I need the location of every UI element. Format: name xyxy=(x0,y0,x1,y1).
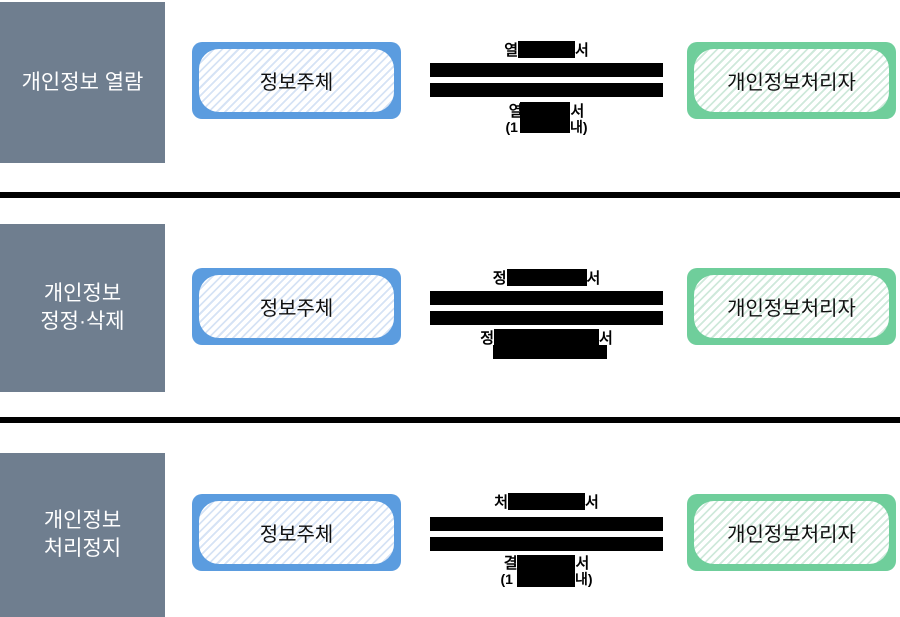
row-label-correction: 개인정보 정정·삭제 xyxy=(0,224,165,392)
redacted-label-fragment: 서 xyxy=(599,330,613,347)
arrow-label-top: 처 서 xyxy=(430,492,663,511)
row-label-suspension: 개인정보 처리정지 xyxy=(0,453,165,617)
arrow-label-bottom: 정 서 xyxy=(430,329,663,359)
redacted-arrow-bar xyxy=(430,311,663,325)
data-subject-box: 정보주체 xyxy=(192,268,401,345)
redacted-arrow-bar xyxy=(430,83,663,97)
data-processor-box: 개인정보처리자 xyxy=(687,494,896,571)
redacted-label-fragment: 결 xyxy=(503,555,518,572)
row-label-text: 처리정지 xyxy=(43,537,122,560)
section-divider xyxy=(0,192,900,198)
arrow-label-top: 열 서 xyxy=(430,40,663,59)
arrow-label-bottom: 열 서 (1 내) xyxy=(430,102,663,135)
data-processor-label: 개인정보처리자 xyxy=(727,72,856,94)
redacted-arrow-bar xyxy=(430,63,663,77)
data-subject-box-inner: 정보주체 xyxy=(199,275,394,338)
data-subject-box: 정보주체 xyxy=(192,494,401,571)
redacted-label-fragment: 정 xyxy=(492,269,507,287)
row-label-text: 개인정보 열람 xyxy=(21,70,144,94)
data-processor-label: 개인정보처리자 xyxy=(727,524,856,546)
redacted-label-fragment: 열 xyxy=(508,103,523,120)
row-label-text: 개인정보 xyxy=(43,282,122,305)
redacted-label-fragment: 서 xyxy=(575,555,590,572)
redacted-label-fragment: 서 xyxy=(575,41,589,59)
redacted-label-fragment: 열 xyxy=(504,41,518,59)
redacted-arrow-bar xyxy=(430,291,663,305)
data-subject-label: 정보주체 xyxy=(259,298,334,320)
arrow-label-line: 정 서 xyxy=(430,329,663,347)
data-processor-label: 개인정보처리자 xyxy=(727,298,856,320)
row-label-text: 정정·삭제 xyxy=(40,310,125,333)
redacted-label-fragment: 처 xyxy=(494,493,508,511)
arrow-label-line: 결 서 xyxy=(430,554,663,572)
redaction-box xyxy=(506,268,587,286)
redacted-label-fragment: 서 xyxy=(586,269,601,287)
data-subject-box-inner: 정보주체 xyxy=(199,49,394,112)
redaction-box xyxy=(508,492,585,510)
row-label-view: 개인정보 열람 xyxy=(0,2,165,163)
redacted-label-fragment: 내) xyxy=(569,118,588,135)
arrow-label-line: (1 내) xyxy=(430,118,663,135)
arrow-label-bottom: 결 서 (1 내) xyxy=(430,554,663,587)
redacted-label-fragment: (1 xyxy=(505,118,518,135)
data-subject-box: 정보주체 xyxy=(192,42,401,119)
redacted-label-fragment: 서 xyxy=(570,103,585,120)
redacted-label-fragment: 서 xyxy=(585,493,599,511)
redacted-label-fragment: 내) xyxy=(574,570,593,587)
redacted-label-fragment: (1 xyxy=(500,570,513,587)
arrow-label-line: (1 내) xyxy=(430,570,663,587)
section-divider xyxy=(0,417,900,423)
data-subject-box-inner: 정보주체 xyxy=(199,501,394,564)
data-processor-box-inner: 개인정보처리자 xyxy=(694,275,889,338)
redaction-box xyxy=(518,40,575,58)
data-processor-box: 개인정보처리자 xyxy=(687,268,896,345)
arrow-label-top: 정 서 xyxy=(430,268,663,287)
data-subject-label: 정보주체 xyxy=(259,72,334,94)
arrow-label-line: 열 서 xyxy=(430,102,663,120)
redaction-box xyxy=(493,345,607,359)
row-label-text: 개인정보 xyxy=(43,509,122,532)
data-processor-box: 개인정보처리자 xyxy=(687,42,896,119)
data-processor-box-inner: 개인정보처리자 xyxy=(694,501,889,564)
redacted-arrow-bar xyxy=(430,517,663,531)
redaction-box xyxy=(517,555,575,587)
redacted-label-fragment: 정 xyxy=(480,330,494,347)
data-subject-label: 정보주체 xyxy=(259,524,334,546)
redacted-arrow-bar xyxy=(430,537,663,551)
redaction-box xyxy=(494,329,599,346)
redaction-box xyxy=(520,102,570,133)
data-processor-box-inner: 개인정보처리자 xyxy=(694,49,889,112)
